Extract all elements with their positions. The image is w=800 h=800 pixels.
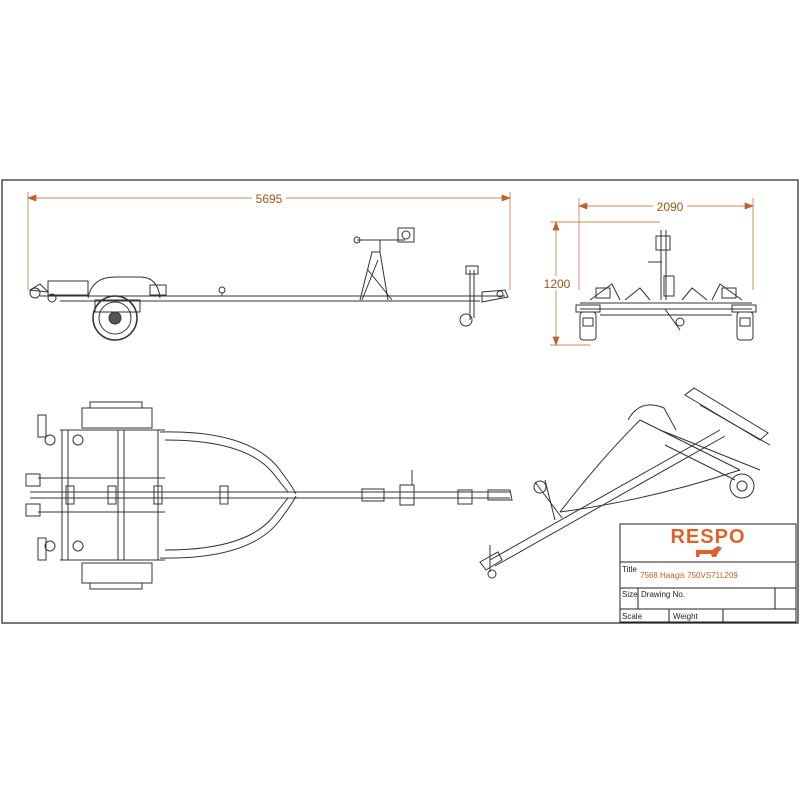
- size-label: Size: [622, 590, 638, 599]
- rear-view: 2090 1200: [542, 198, 757, 346]
- side-view: 5695: [27, 190, 511, 341]
- width-dimension-label: 2090: [657, 200, 684, 214]
- winch-body: [397, 227, 415, 243]
- top-left-fender: [81, 407, 153, 429]
- scale-label: Scale: [622, 612, 643, 621]
- respo-logo: RESPO: [670, 526, 745, 548]
- title-label: Title: [622, 565, 637, 574]
- weight-label: Weight: [673, 612, 699, 621]
- logo-bull-icon: [696, 546, 722, 557]
- top-right-fender: [81, 562, 153, 584]
- drawing-frame: [1, 179, 799, 624]
- drawing-no-label: Drawing No.: [641, 590, 685, 599]
- perspective-wheel: [729, 473, 755, 499]
- title-value: 7568 Haagis 750VS71L209: [640, 571, 738, 580]
- height-dimension-label: 1200: [544, 277, 571, 291]
- title-block: [619, 523, 797, 623]
- height-dimension: [550, 221, 660, 346]
- side-wheel: [92, 295, 138, 341]
- length-dimension-label: 5695: [256, 192, 283, 206]
- top-view: [25, 401, 513, 590]
- side-jockey-wheel: [459, 313, 473, 327]
- perspective-view: [479, 387, 771, 579]
- length-dimension: [27, 192, 511, 290]
